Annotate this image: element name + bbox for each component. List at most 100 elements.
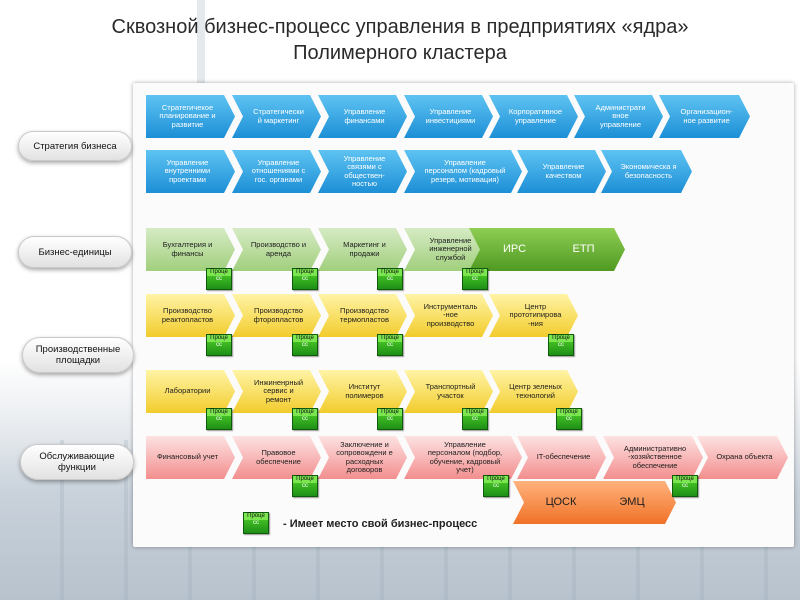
process-step-label: Институт полимеров bbox=[345, 382, 384, 400]
process-badge-label-bottom: сс bbox=[493, 483, 499, 489]
process-step-label: Бухгалтерия и финансы bbox=[162, 240, 213, 258]
legend-text: - Имеет место свой бизнес-процесс bbox=[283, 518, 478, 530]
process-badge-label-bottom: сс bbox=[216, 276, 222, 282]
process-step-label: Управление отношениями с гос. органами bbox=[251, 157, 306, 184]
process-step: ИРС bbox=[469, 228, 556, 271]
process-step: Производство реактопластов bbox=[146, 294, 235, 337]
title-line-2: Полимерного кластера bbox=[293, 42, 507, 64]
process-step-label: Организацион-ное развитие bbox=[680, 107, 733, 125]
process-badge-label-top: Проце bbox=[207, 269, 231, 276]
process-step: Экономическа я безопасность bbox=[601, 150, 692, 193]
process-step: Транспортный участок bbox=[404, 370, 493, 413]
process-badge-label-bottom: сс bbox=[302, 416, 308, 422]
process-step-label: Управление качеством bbox=[542, 162, 585, 180]
process-step-label: Производство и аренда bbox=[250, 240, 307, 258]
category-business-units: Бизнес-единицы bbox=[18, 236, 132, 268]
process-badge-label-top: Проце bbox=[557, 409, 581, 416]
process-step-label: Корпоративное управление bbox=[508, 107, 563, 125]
process-badge-label-top: Проце bbox=[463, 269, 487, 276]
process-step: Администрати вное управление bbox=[574, 95, 663, 138]
category-label: Бизнес-единицы bbox=[38, 246, 112, 258]
process-step: Институт полимеров bbox=[318, 370, 407, 413]
process-step-label: Стратегичекое планирование и развитие bbox=[159, 102, 216, 129]
process-badge-label-bottom: сс bbox=[216, 416, 222, 422]
process-step: Лаборатории bbox=[146, 370, 235, 413]
category-label: Обслуживающие функции bbox=[39, 451, 115, 473]
process-step-label: Управление финансами bbox=[343, 107, 386, 125]
category-service-functions: Обслуживающие функции bbox=[20, 444, 134, 480]
process-step-label: ИРС bbox=[502, 243, 527, 256]
process-badge-label-bottom: сс bbox=[566, 416, 572, 422]
process-step-label: Управление персоналом (подбор, обучение,… bbox=[427, 439, 503, 474]
process-badge-label-top: Проце bbox=[207, 409, 231, 416]
process-step: Управление отношениями с гос. органами bbox=[232, 150, 321, 193]
process-badge-label-bottom: сс bbox=[253, 520, 259, 526]
process-badge-label-bottom: сс bbox=[558, 342, 564, 348]
process-step: Финансовый учет bbox=[146, 436, 235, 479]
process-step-label: Управление инженерной службой bbox=[429, 235, 472, 262]
process-step-label: Производство фторопластов bbox=[253, 306, 304, 324]
process-step: Управление финансами bbox=[318, 95, 407, 138]
process-step: Управление персоналом (подбор, обучение,… bbox=[404, 436, 522, 479]
process-step-label: Инжиненрный сервис и ремонт bbox=[253, 377, 304, 404]
process-step: Стратегически й маркетинг bbox=[232, 95, 321, 138]
process-badge-label-top: Проце bbox=[378, 335, 402, 342]
process-step: Организацион-ное развитие bbox=[659, 95, 750, 138]
process-badge-label-top: Проце bbox=[378, 409, 402, 416]
process-step-label: Производство термопластов bbox=[340, 306, 389, 324]
process-step-label: ЕТП bbox=[572, 243, 595, 256]
process-step-label: Инструменталь -ное производство bbox=[423, 301, 478, 328]
process-step-label: Управление внутренними проектами bbox=[164, 157, 211, 184]
process-badge-label-top: Проце bbox=[293, 409, 317, 416]
process-step: IT-обеспечение bbox=[517, 436, 606, 479]
process-badge-label-top: Проце bbox=[463, 409, 487, 416]
process-step-label: Управление персоналом (кадровый резерв, … bbox=[424, 157, 506, 184]
process-step: Производство термопластов bbox=[318, 294, 407, 337]
process-badge-label-top: Проце bbox=[378, 269, 402, 276]
process-badge-label-top: Проце bbox=[293, 476, 317, 483]
title-line-1: Сквозной бизнес-процесс управления в пре… bbox=[111, 16, 689, 38]
process-step-label: Экономическа я безопасность bbox=[620, 162, 677, 180]
process-step-label: ЭМЦ bbox=[619, 496, 645, 509]
process-step-label: Административно -хозяйственное обеспечен… bbox=[623, 443, 687, 470]
process-step: Управление инвестициями bbox=[404, 95, 493, 138]
process-step: Управление качеством bbox=[517, 150, 606, 193]
process-badge-label-top: Проце bbox=[207, 335, 231, 342]
process-step-label: Управление инвестициями bbox=[425, 107, 476, 125]
process-step: Инструменталь -ное производство bbox=[404, 294, 493, 337]
process-step: Инжиненрный сервис и ремонт bbox=[232, 370, 321, 413]
process-badge-label-bottom: сс bbox=[302, 342, 308, 348]
process-step-label: Производство реактопластов bbox=[161, 306, 214, 324]
process-step-label: ЦОСК bbox=[545, 496, 577, 509]
process-step: ЕТП bbox=[538, 228, 625, 271]
process-step-label: Центр прототипирова -ния bbox=[509, 301, 562, 328]
process-badge-label-bottom: сс bbox=[472, 416, 478, 422]
process-step: Управление внутренними проектами bbox=[146, 150, 235, 193]
category-label: Производственные площадки bbox=[35, 344, 121, 366]
category-label: Стратегия бизнеса bbox=[33, 140, 117, 152]
process-badge-label-top: Проце bbox=[293, 335, 317, 342]
process-step: Заключение и сопровождени е расходных до… bbox=[318, 436, 407, 479]
process-step: Маркетинг и продажи bbox=[318, 228, 407, 271]
process-step-label: Центр зеленых технологий bbox=[509, 382, 562, 400]
process-step: Управление связями с обществен-ностью bbox=[318, 150, 407, 193]
process-step-label: Администрати вное управление bbox=[595, 102, 646, 129]
process-badge-label-top: Проце bbox=[673, 476, 697, 483]
page-title: Сквозной бизнес-процесс управления в пре… bbox=[0, 14, 800, 66]
process-badge-label-bottom: сс bbox=[216, 342, 222, 348]
process-step: Центр зеленых технологий bbox=[489, 370, 578, 413]
process-step: Правовое обеспечение bbox=[232, 436, 321, 479]
